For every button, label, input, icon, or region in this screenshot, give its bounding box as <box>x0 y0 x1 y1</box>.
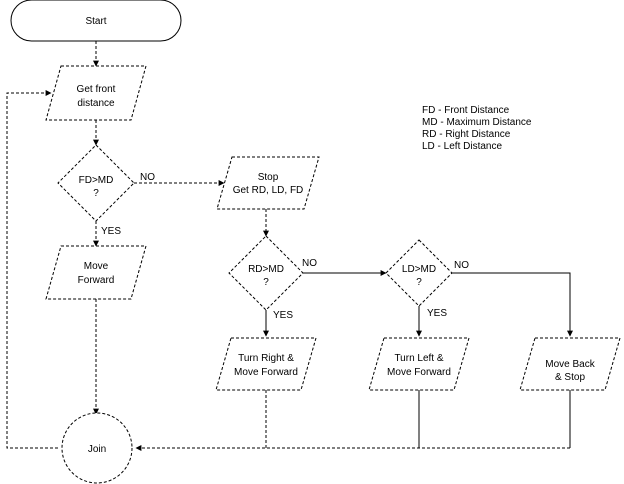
node-turn-left: Turn Left & Move Forward <box>368 337 470 391</box>
ld-md-yes-label: YES <box>427 308 447 319</box>
edges <box>6 41 573 451</box>
fd-md-diamond <box>57 144 135 222</box>
turn-right-label-line2: Move Forward <box>234 367 298 378</box>
node-start: Start <box>10 0 182 42</box>
rd-md-label-line1: RD>MD <box>248 264 284 275</box>
get-front-label-line2: distance <box>77 98 115 109</box>
node-get-front-distance: Get front distance <box>45 65 147 121</box>
move-forward-label-line1: Move <box>84 261 109 272</box>
join-circle <box>61 412 133 484</box>
move-forward-parallelogram <box>45 245 147 300</box>
start-label: Start <box>85 16 106 27</box>
join-label: Join <box>88 444 106 455</box>
ld-md-label-line1: LD>MD <box>402 264 436 275</box>
rd-md-label-line2: ? <box>263 277 269 288</box>
node-fd-md-decision: FD>MD ? <box>57 144 135 222</box>
start-terminal-shape <box>10 0 182 42</box>
edge-labels: NO YES NO YES NO YES <box>101 172 469 321</box>
legend-item-md: MD - Maximum Distance <box>422 117 532 128</box>
fd-md-no-label: NO <box>140 172 155 183</box>
move-back-label-line2: & Stop <box>555 372 585 383</box>
node-move-forward: Move Forward <box>45 245 147 300</box>
fd-md-label-line1: FD>MD <box>79 175 114 186</box>
ld-md-label-line2: ? <box>416 277 422 288</box>
get-front-label-line1: Get front <box>77 84 116 95</box>
rd-md-yes-label: YES <box>273 310 293 321</box>
node-rd-md-decision: RD>MD ? <box>228 235 304 311</box>
rd-md-no-label: NO <box>302 258 317 269</box>
edge-loop-back <box>6 90 58 449</box>
move-back-label-line1: Move Back <box>545 359 595 370</box>
stop-get-label-line2: Get RD, LD, FD <box>233 185 304 196</box>
turn-right-label-line1: Turn Right & <box>238 353 294 364</box>
node-ld-md-decision: LD>MD ? <box>385 239 453 307</box>
move-forward-label-line2: Forward <box>78 275 115 286</box>
node-join: Join <box>61 412 133 484</box>
node-stop-get: Stop Get RD, LD, FD <box>216 156 320 210</box>
legend: FD - Front Distance MD - Maximum Distanc… <box>422 105 532 152</box>
turn-left-label-line2: Move Forward <box>387 367 451 378</box>
turn-left-parallelogram <box>368 337 470 391</box>
node-turn-right: Turn Right & Move Forward <box>215 337 317 391</box>
node-move-back: Move Back & Stop <box>519 337 621 391</box>
stop-get-label-line1: Stop <box>258 172 279 183</box>
legend-item-fd: FD - Front Distance <box>422 105 510 116</box>
turn-right-parallelogram <box>215 337 317 391</box>
fd-md-yes-label: YES <box>101 226 121 237</box>
ld-md-diamond <box>385 239 453 307</box>
move-back-parallelogram <box>519 337 621 391</box>
fd-md-label-line2: ? <box>93 188 99 199</box>
legend-item-ld: LD - Left Distance <box>422 141 502 152</box>
legend-item-rd: RD - Right Distance <box>422 129 511 140</box>
stop-get-parallelogram <box>216 156 320 210</box>
edge-ld-md-no <box>451 272 573 337</box>
rd-md-diamond <box>228 235 304 311</box>
get-front-parallelogram <box>45 65 147 121</box>
turn-left-label-line1: Turn Left & <box>394 353 443 364</box>
ld-md-no-label: NO <box>454 260 469 271</box>
